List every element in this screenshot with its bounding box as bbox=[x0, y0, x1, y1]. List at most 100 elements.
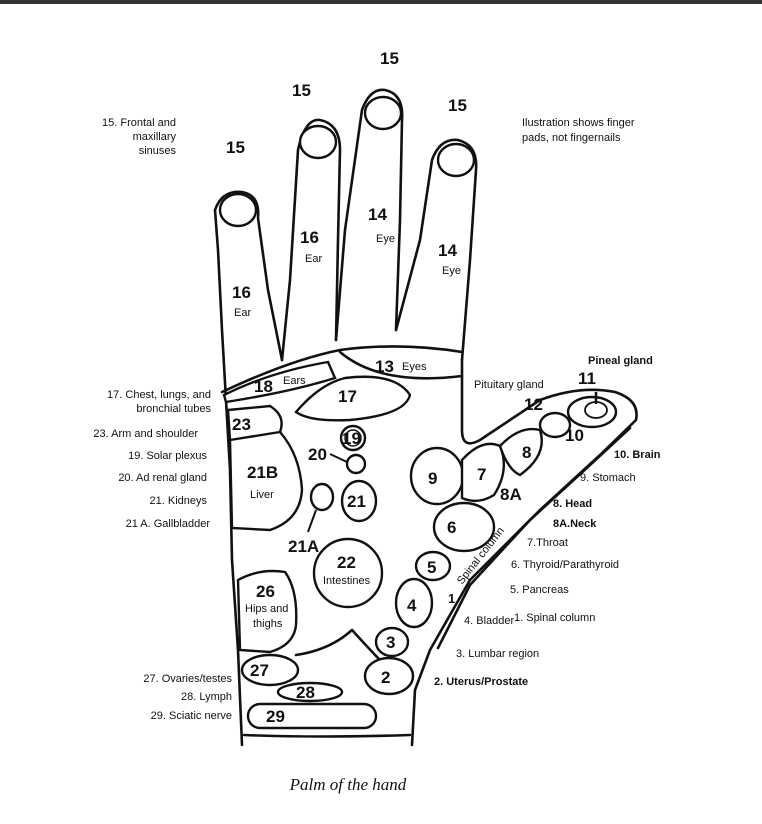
zone-3-num: 3 bbox=[386, 633, 395, 652]
left-labels: 15. Frontal and maxillary sinuses 17. Ch… bbox=[93, 117, 232, 722]
label-5: 5. Pancreas bbox=[510, 584, 569, 596]
zone-5-num: 5 bbox=[427, 558, 436, 577]
zone-28-num: 28 bbox=[296, 683, 315, 702]
zone-13-name: Eyes bbox=[402, 361, 427, 373]
zone-17-shape bbox=[294, 375, 412, 422]
finger-pad-1 bbox=[218, 192, 258, 228]
zone-26-name-2: thighs bbox=[253, 618, 283, 630]
zone-6-num: 6 bbox=[447, 518, 456, 537]
ear-num-2: 16 bbox=[300, 228, 319, 247]
zone-21b-name: Liver bbox=[250, 489, 274, 501]
label-19: 19. Solar plexus bbox=[128, 450, 207, 462]
zone-28-shape bbox=[276, 681, 344, 703]
label-2: 2. Uterus/Prostate bbox=[434, 676, 528, 688]
zone-26-num: 26 bbox=[256, 582, 275, 601]
zone-22-name: Intestines bbox=[323, 575, 371, 587]
zone-22-num: 22 bbox=[337, 553, 356, 572]
zone-18-name: Ears bbox=[283, 375, 306, 387]
diagram-caption: Palm of the hand bbox=[289, 775, 407, 794]
ear-num-1: 16 bbox=[232, 283, 251, 302]
zone-17-num: 17 bbox=[338, 387, 357, 406]
eye-num-1: 14 bbox=[368, 205, 387, 224]
zone-4-shape bbox=[394, 577, 434, 629]
eye-label-1: Eye bbox=[376, 233, 395, 245]
label-6: 6. Thyroid/Parathyroid bbox=[511, 559, 619, 571]
zone-22-shape bbox=[312, 537, 384, 609]
label-27: 27. Ovaries/testes bbox=[143, 673, 232, 685]
zone-21-num: 21 bbox=[347, 492, 366, 511]
zone-13-num: 13 bbox=[375, 357, 394, 376]
note-line2: pads, not fingernails bbox=[522, 132, 621, 144]
right-labels: Ilustration shows finger pads, not finge… bbox=[434, 117, 661, 688]
label-15-line2: maxillary bbox=[133, 131, 177, 143]
label-15-line1: 15. Frontal and bbox=[102, 117, 176, 129]
zone-11-num: 11 bbox=[578, 369, 596, 388]
hand-outline bbox=[213, 88, 638, 747]
eye-label-2: Eye bbox=[442, 265, 461, 277]
zone-12-num: 12 bbox=[524, 395, 543, 414]
label-pineal: Pineal gland bbox=[588, 355, 653, 367]
zone-5-shape bbox=[414, 550, 452, 582]
zone-3-shape bbox=[374, 626, 410, 658]
zone-26-shape bbox=[236, 569, 298, 654]
label-29: 29. Sciatic nerve bbox=[151, 710, 232, 722]
label-17-line2: bronchial tubes bbox=[136, 403, 211, 415]
zone-7-shape bbox=[460, 442, 506, 503]
zone-20-num: 20 bbox=[308, 445, 327, 464]
zone-8-shape bbox=[498, 427, 543, 477]
label-28: 28. Lymph bbox=[181, 691, 232, 703]
label-8a: 8A.Neck bbox=[553, 518, 597, 530]
zone-2-shape bbox=[363, 656, 415, 696]
label-8: 8. Head bbox=[553, 498, 592, 510]
zone-6-shape bbox=[432, 501, 496, 553]
note-line1: Ilustration shows finger bbox=[522, 117, 635, 129]
zone-12-shape bbox=[538, 411, 572, 439]
label-15-line3: sinuses bbox=[139, 145, 177, 157]
sinus-num-2: 15 bbox=[292, 81, 311, 100]
sinus-num-1: 15 bbox=[226, 138, 245, 157]
zone-21a-num: 21A bbox=[288, 537, 319, 556]
zone-18-shape bbox=[222, 360, 337, 404]
label-21a: 21 A. Gallbladder bbox=[126, 518, 211, 530]
label-pituitary: Pituitary gland bbox=[474, 379, 544, 391]
zone-8a-num: 8A bbox=[500, 485, 522, 504]
label-23: 23. Arm and shoulder bbox=[93, 428, 198, 440]
finger-labels: 15 15 15 15 16 Ear 16 Ear 14 Eye 14 Eye bbox=[226, 49, 467, 319]
sinus-num-4: 15 bbox=[448, 96, 467, 115]
label-20: 20. Ad renal gland bbox=[118, 472, 207, 484]
finger-pad-4 bbox=[436, 142, 476, 178]
zone-23-num: 23 bbox=[232, 415, 251, 434]
zone-18-num: 18 bbox=[254, 377, 273, 396]
zone-4-num: 4 bbox=[407, 596, 417, 615]
zone-27-num: 27 bbox=[250, 661, 269, 680]
zone-8-num: 8 bbox=[522, 443, 531, 462]
sinus-num-3: 15 bbox=[380, 49, 399, 68]
zone-21-shape bbox=[340, 479, 378, 523]
label-9: 9. Stomach bbox=[580, 472, 636, 484]
zone-11-shape bbox=[566, 395, 618, 429]
zone-21b-num: 21B bbox=[247, 463, 278, 482]
zone-21b-shape bbox=[228, 430, 304, 532]
ear-label-1: Ear bbox=[234, 307, 251, 319]
palm-zones bbox=[220, 345, 618, 738]
finger-pad-3 bbox=[363, 95, 403, 131]
zone-27-shape bbox=[240, 653, 300, 687]
label-7: 7.Throat bbox=[527, 537, 568, 549]
zone-10-num: 10 bbox=[565, 426, 584, 445]
zone-20-shape bbox=[345, 453, 367, 475]
zone-1-num: 1 bbox=[448, 591, 455, 606]
label-21: 21. Kidneys bbox=[150, 495, 208, 507]
top-rule bbox=[0, 0, 762, 4]
zone-29-num: 29 bbox=[266, 707, 285, 726]
zone-7-num: 7 bbox=[477, 465, 486, 484]
label-10: 10. Brain bbox=[614, 449, 661, 461]
eye-num-2: 14 bbox=[438, 241, 457, 260]
label-4: 4. Bladder bbox=[464, 615, 514, 627]
label-17-line1: 17. Chest, lungs, and bbox=[107, 389, 211, 401]
zone-21a-shape bbox=[309, 482, 335, 512]
zone-29-shape bbox=[246, 702, 378, 730]
zone-26-name-1: Hips and bbox=[245, 603, 288, 615]
zone-9-num: 9 bbox=[428, 469, 437, 488]
ear-label-2: Ear bbox=[305, 253, 322, 265]
